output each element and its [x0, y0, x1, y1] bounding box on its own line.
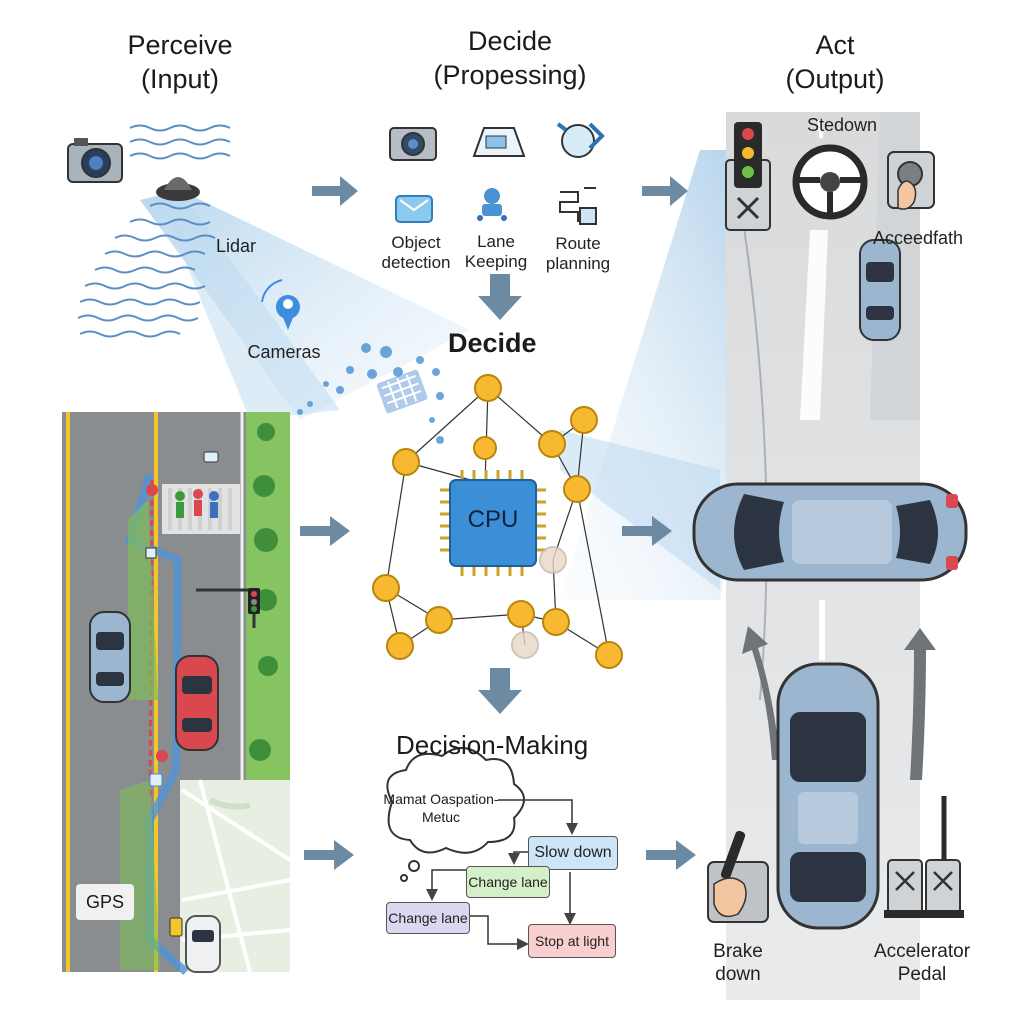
- car-top-large: [776, 662, 880, 930]
- hand-button-icon: [887, 151, 935, 210]
- brake-label: Brake down: [713, 941, 763, 985]
- road-map: [62, 412, 292, 975]
- decision-connectors: [426, 799, 578, 950]
- network-node: [473, 436, 497, 460]
- lane-keeping-label: Lane Keeping: [464, 232, 528, 271]
- cpu-pins: [440, 470, 546, 576]
- lidar-waves: [77, 124, 231, 338]
- lidar-beam: [140, 190, 470, 420]
- steering-wheel-icon: [792, 144, 868, 220]
- network-node: [425, 606, 453, 634]
- faded-nodes: [511, 546, 567, 659]
- map-car-white: [185, 915, 221, 973]
- network-node: [507, 600, 535, 628]
- accelerator-pedal-icon: [884, 796, 964, 918]
- gps-badge: GPS: [76, 884, 134, 920]
- network-node: [538, 430, 566, 458]
- traffic-light-icon: [725, 122, 771, 231]
- cpu-label: CPU: [467, 506, 519, 533]
- network-title: Decide: [448, 328, 537, 358]
- decide-puzzle-icon: [556, 122, 605, 158]
- network-node: [372, 574, 400, 602]
- car-beam: [560, 430, 720, 590]
- gps-label: GPS: [85, 891, 124, 912]
- camera-icon: [67, 138, 123, 183]
- object-detection-label: Object detection: [381, 233, 451, 272]
- network-node: [542, 608, 570, 636]
- object-detection-icon: [395, 195, 433, 223]
- stedown-label: Stedown: [806, 115, 878, 135]
- route-planning-label: Route planning: [545, 234, 611, 273]
- car-side-large: [692, 482, 968, 582]
- network-node: [386, 632, 414, 660]
- map-car-blue: [89, 611, 131, 703]
- act-subtitle: (Output): [785, 64, 885, 94]
- thought-cloud-text: Mamat Oaspation-Metuc: [383, 791, 499, 825]
- data-cube-icon: [376, 369, 428, 414]
- network-nodes: [372, 374, 623, 669]
- location-pin-icon: [261, 279, 300, 330]
- change-lane-box-green: Change lane: [466, 866, 550, 898]
- act-title: Act: [815, 30, 855, 60]
- lane-keeping-icon: [477, 188, 507, 221]
- cpu-chip: [449, 479, 537, 567]
- decide-map-icon: [472, 127, 526, 157]
- stop-at-light-box: Stop at light: [528, 924, 616, 958]
- decision-making-title: Decision-Making: [396, 730, 589, 760]
- brake-lever-icon: [707, 830, 769, 923]
- perceive-header: Perceive (Input): [90, 28, 270, 96]
- network-node: [595, 641, 623, 669]
- decide-title: Decide: [467, 26, 553, 56]
- sensor-beam: [160, 190, 340, 420]
- thought-cloud: [386, 747, 525, 882]
- network-node: [392, 448, 420, 476]
- road-direction-arrows: [742, 626, 936, 780]
- data-particles: [297, 343, 444, 444]
- network-node: [570, 406, 598, 434]
- car-top-small: [859, 239, 901, 341]
- pedal-label: Accelerator Pedal: [873, 941, 971, 985]
- accel-label: Acceedfath: [872, 228, 964, 248]
- decide-header: Decide (Propessing): [390, 24, 630, 92]
- map-car-red: [175, 655, 219, 751]
- perceive-subtitle: (Input): [140, 64, 220, 94]
- network-node: [563, 475, 591, 503]
- route-planning-icon: [559, 187, 597, 225]
- lidar-label: Lidar: [215, 236, 257, 256]
- lidar-sensor-icon: [156, 177, 200, 201]
- decide-subtitle: (Propessing): [433, 60, 587, 90]
- cameras-label: Cameras: [247, 342, 321, 362]
- act-header: Act (Output): [760, 28, 910, 96]
- flow-arrows: [300, 176, 696, 870]
- decide-camera-icon: [389, 127, 437, 161]
- network-node: [474, 374, 502, 402]
- change-lane-box-purple: Change lane: [386, 902, 470, 934]
- perceive-title: Perceive: [127, 30, 233, 60]
- slow-down-box: Slow down: [528, 836, 618, 870]
